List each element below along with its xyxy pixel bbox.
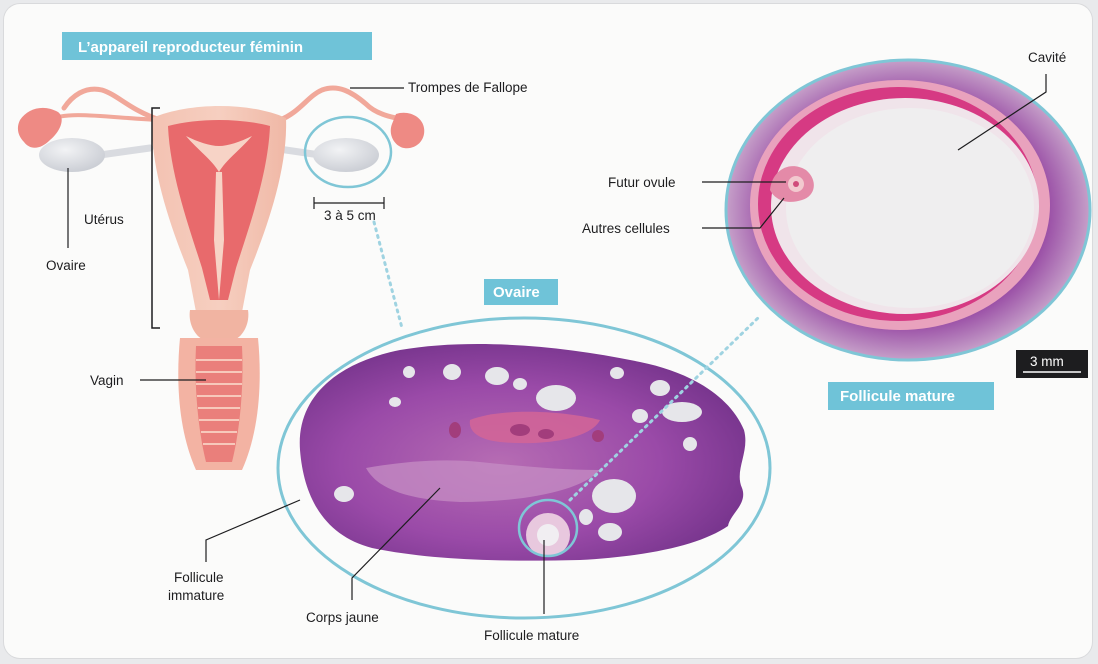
- label-vagin: Vagin: [90, 373, 124, 388]
- title-banner: L’appareil reproducteur féminin: [62, 32, 372, 60]
- ovary-section-panel: [278, 318, 770, 618]
- label-futur-ovule: Futur ovule: [608, 175, 676, 190]
- left-ovary: [39, 138, 105, 172]
- title-text: L’appareil reproducteur féminin: [78, 39, 303, 56]
- right-ovary: [313, 138, 379, 172]
- label-cavite: Cavité: [1028, 50, 1066, 65]
- label-uterus: Utérus: [84, 212, 124, 227]
- scale-text: 3 mm: [1030, 354, 1064, 369]
- ovaire-banner: Ovaire: [484, 279, 558, 305]
- follicule-mature-banner-text: Follicule mature: [840, 388, 955, 405]
- label-follicule-mature: Follicule mature: [484, 628, 579, 643]
- label-ovaire-left: Ovaire: [46, 258, 86, 273]
- micrograph-scale-bar: 3 mm: [1016, 350, 1088, 378]
- follicle-cavity: [786, 108, 1034, 308]
- follicule-mature-banner: Follicule mature: [828, 382, 994, 410]
- dotted-connector-ovary: [374, 222, 402, 328]
- mature-follicle-micrograph: [720, 58, 1098, 368]
- label-corps-jaune: Corps jaune: [306, 610, 379, 625]
- label-follicule-immature-1: Follicule: [174, 570, 224, 585]
- label-follicule-immature-2: immature: [168, 588, 224, 603]
- ovary-tissue: [300, 344, 746, 561]
- label-trompes: Trompes de Fallope: [408, 80, 528, 95]
- label-size: 3 à 5 cm: [324, 208, 376, 223]
- label-autres-cellules: Autres cellules: [582, 221, 670, 236]
- size-scale-bar: 3 à 5 cm: [314, 197, 384, 223]
- ovaire-banner-text: Ovaire: [493, 284, 540, 301]
